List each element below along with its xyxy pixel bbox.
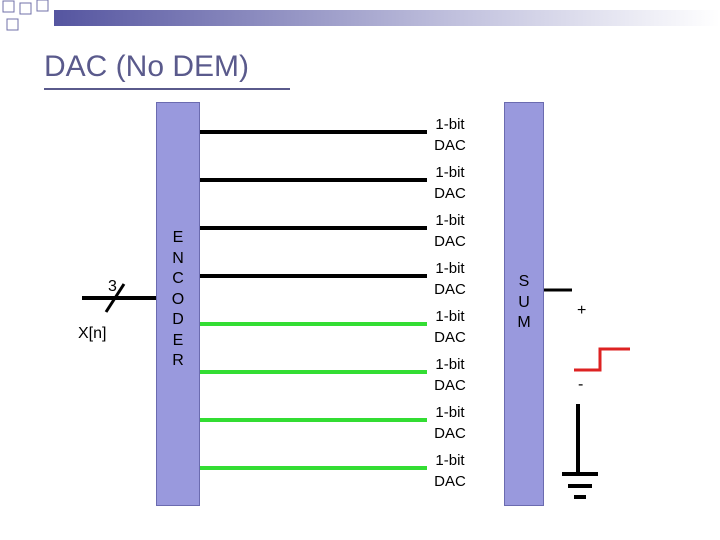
page-title: DAC (No DEM): [44, 50, 250, 83]
output-plus: +: [577, 302, 587, 319]
header-decoration: [2, 0, 720, 31]
input-label: X[n]: [78, 325, 107, 342]
sum-block: [504, 102, 544, 506]
dac-label-bottom: DAC: [434, 233, 466, 250]
sum-letter: M: [517, 314, 531, 331]
dac-line-6: [200, 370, 427, 374]
encoder-letter: E: [172, 331, 184, 349]
dac-label-top: 1-bit: [435, 356, 465, 373]
encoder-block: [156, 102, 200, 506]
dac-label-bottom: DAC: [434, 185, 466, 202]
dac-label-bottom: DAC: [434, 473, 466, 490]
dac-label-top: 1-bit: [435, 164, 465, 181]
sum-letter: S: [518, 273, 530, 290]
dac-label-top: 1-bit: [435, 260, 465, 277]
encoder-label: E N C O D E R: [156, 228, 200, 372]
encoder-letter: D: [172, 311, 184, 328]
dac-line-8: [200, 466, 427, 470]
title-underline: [44, 88, 290, 90]
dac-label-bottom: DAC: [434, 377, 466, 394]
dac-label-top: 1-bit: [435, 212, 465, 229]
encoder-letter: E: [172, 229, 184, 246]
dac-label-bottom: DAC: [434, 425, 466, 442]
encoder-letter: C: [172, 270, 184, 287]
output-minus: -: [578, 376, 584, 393]
dac-line-1: [200, 130, 427, 134]
encoder-letter: N: [172, 249, 184, 267]
dac-line-5: [200, 322, 427, 326]
dac-label-top: 1-bit: [435, 308, 465, 325]
dac-label-top: 1-bit: [435, 452, 465, 469]
sum-label: S U M: [504, 272, 544, 334]
bus-width-label: 3: [108, 278, 117, 295]
bus-slash: [104, 283, 126, 313]
sum-letter: U: [518, 293, 530, 311]
dac-line-3: [200, 226, 427, 230]
dac-label-bottom: DAC: [434, 329, 466, 346]
dac-line-2: [200, 178, 427, 182]
encoder-letter: O: [171, 290, 185, 308]
dac-line-4: [200, 274, 427, 278]
dac-label-top: 1-bit: [435, 116, 465, 133]
encoder-letter: R: [172, 352, 184, 369]
step-symbol: [574, 347, 630, 372]
dac-label-bottom: DAC: [434, 281, 466, 298]
dac-label-bottom: DAC: [434, 137, 466, 154]
dac-label-top: 1-bit: [435, 404, 465, 421]
dac-line-7: [200, 418, 427, 422]
